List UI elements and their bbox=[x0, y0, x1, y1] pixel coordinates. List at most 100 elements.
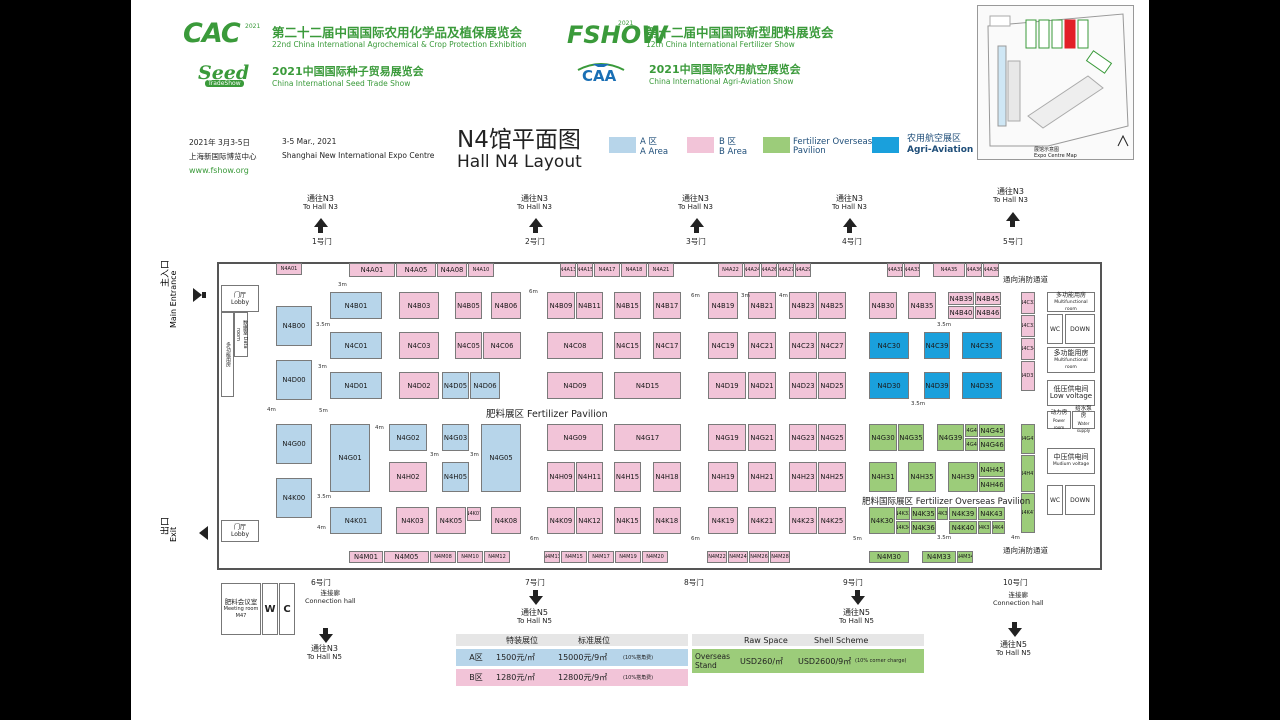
booth-n4a10[interactable]: N4A10 bbox=[468, 263, 494, 277]
booth-n4b09[interactable]: N4B09 bbox=[547, 292, 575, 319]
booth-n4g40[interactable]: N4G40 bbox=[965, 438, 978, 451]
booth-n4a21[interactable]: N4A21 bbox=[648, 263, 674, 277]
booth-n4a29[interactable]: N4A29 bbox=[795, 263, 811, 277]
booth-n4c17[interactable]: N4C17 bbox=[653, 332, 681, 359]
booth-n4g45[interactable]: N4G45 bbox=[979, 424, 1005, 437]
booth-n4m20[interactable]: N4M20 bbox=[642, 551, 668, 563]
booth-n4g21[interactable]: N4G21 bbox=[748, 424, 776, 451]
booth-n4d25[interactable]: N4D25 bbox=[818, 372, 846, 399]
booth-n4a26[interactable]: N4A26 bbox=[761, 263, 777, 277]
booth-n4b17[interactable]: N4B17 bbox=[653, 292, 681, 319]
booth-n4c35[interactable]: N4C35 bbox=[962, 332, 1002, 359]
booth-n4h35[interactable]: N4H35 bbox=[908, 462, 936, 492]
booth-n4k03[interactable]: N4K03 bbox=[396, 507, 429, 534]
booth-n4m12[interactable]: N4M12 bbox=[484, 551, 510, 563]
booth-n4h02[interactable]: N4H02 bbox=[389, 462, 427, 492]
booth-n4a17[interactable]: N4A17 bbox=[594, 263, 620, 277]
booth-n4a36[interactable]: N4A36 bbox=[966, 263, 982, 277]
booth-n4g25[interactable]: N4G25 bbox=[818, 424, 846, 451]
booth-n4c23[interactable]: N4C23 bbox=[789, 332, 817, 359]
booth-n4b39[interactable]: N4B39 bbox=[948, 292, 974, 305]
booth-n4m24[interactable]: N4M24 bbox=[728, 551, 748, 563]
booth-n4m01[interactable]: N4M01 bbox=[349, 551, 383, 563]
booth-n4k36[interactable]: N4K36 bbox=[911, 521, 936, 534]
booth-n4k18[interactable]: N4K18 bbox=[653, 507, 681, 534]
booth-n4g46[interactable]: N4G46 bbox=[979, 438, 1005, 451]
booth-n4k46[interactable]: N4K46 bbox=[992, 521, 1005, 534]
booth-n4h15[interactable]: N4H15 bbox=[614, 462, 641, 492]
booth-n4h19[interactable]: N4H19 bbox=[708, 462, 738, 492]
booth-n4k07[interactable]: N4K07 bbox=[467, 507, 481, 521]
booth-n4g00[interactable]: N4G00 bbox=[276, 424, 312, 464]
booth-n4k05[interactable]: N4K05 bbox=[436, 507, 466, 534]
booth-n4k34[interactable]: N4K34 bbox=[896, 521, 910, 534]
booth-n4h45[interactable]: N4H45 bbox=[979, 462, 1005, 477]
booth-n4m10[interactable]: N4M10 bbox=[457, 551, 483, 563]
booth-n4k47[interactable]: N4K47 bbox=[1021, 493, 1035, 533]
booth-n4g01[interactable]: N4G01 bbox=[330, 424, 370, 492]
booth-n4a22[interactable]: N4A22 bbox=[718, 263, 743, 277]
booth-n4c01[interactable]: N4C01 bbox=[330, 332, 382, 359]
booth-n4g39[interactable]: N4G39 bbox=[937, 424, 964, 451]
booth-n4h18[interactable]: N4H18 bbox=[653, 462, 681, 492]
booth-n4b46[interactable]: N4B46 bbox=[975, 306, 1001, 319]
booth-n4d09[interactable]: N4D09 bbox=[547, 372, 603, 399]
booth-n4a33[interactable]: N4A33 bbox=[904, 263, 920, 277]
booth-n4b30[interactable]: N4B30 bbox=[869, 292, 897, 319]
booth-n4b25[interactable]: N4B25 bbox=[818, 292, 846, 319]
booth-n4a24[interactable]: N4A24 bbox=[744, 263, 760, 277]
booth-n4m15[interactable]: N4M15 bbox=[561, 551, 587, 563]
booth-n4b19[interactable]: N4B19 bbox=[708, 292, 738, 319]
booth-n4k12[interactable]: N4K12 bbox=[576, 507, 603, 534]
booth-n4k21[interactable]: N4K21 bbox=[748, 507, 776, 534]
booth-n4g19[interactable]: N4G19 bbox=[708, 424, 746, 451]
booth-n4h31[interactable]: N4H31 bbox=[869, 462, 897, 492]
booth-n4m05[interactable]: N4M05 bbox=[384, 551, 429, 563]
booth-n4d15[interactable]: N4D15 bbox=[614, 372, 681, 399]
booth-n4d06[interactable]: N4D06 bbox=[470, 372, 500, 399]
booth-n4m34[interactable]: N4M34 bbox=[957, 551, 973, 563]
booth-n4c32[interactable]: N4C32 bbox=[1021, 292, 1035, 314]
booth-n4g23[interactable]: N4G23 bbox=[789, 424, 817, 451]
booth-n4g05[interactable]: N4G05 bbox=[481, 424, 521, 492]
booth-n4d23[interactable]: N4D23 bbox=[789, 372, 817, 399]
booth-n4k30[interactable]: N4K30 bbox=[869, 507, 895, 534]
booth-n4d01[interactable]: N4D01 bbox=[330, 372, 382, 399]
booth-n4a01[interactable]: N4A01 bbox=[349, 263, 395, 277]
booth-n4d39[interactable]: N4D39 bbox=[924, 372, 950, 399]
booth-n4m30[interactable]: N4M30 bbox=[869, 551, 909, 563]
booth-n4k25[interactable]: N4K25 bbox=[818, 507, 846, 534]
booth-n4k33[interactable]: N4K33 bbox=[896, 507, 910, 520]
booth-n4b06[interactable]: N4B06 bbox=[491, 292, 521, 319]
booth-n4b21[interactable]: N4B21 bbox=[748, 292, 776, 319]
booth-n4c05[interactable]: N4C05 bbox=[455, 332, 482, 359]
booth-n4c34[interactable]: N4C34 bbox=[1021, 338, 1035, 360]
booth-n4b03[interactable]: N4B03 bbox=[399, 292, 439, 319]
booth-n4a38[interactable]: N4A38 bbox=[983, 263, 999, 277]
booth-n4m26[interactable]: N4M26 bbox=[749, 551, 769, 563]
booth-n4a13[interactable]: N4A13 bbox=[560, 263, 576, 277]
booth-n4b15[interactable]: N4B15 bbox=[614, 292, 641, 319]
booth-n4a08[interactable]: N4A08 bbox=[437, 263, 467, 277]
booth-n4c21[interactable]: N4C21 bbox=[748, 332, 776, 359]
booth-n4a35[interactable]: N4A35 bbox=[933, 263, 965, 277]
booth-n4g30[interactable]: N4G30 bbox=[869, 424, 897, 451]
booth-n4c15[interactable]: N4C15 bbox=[614, 332, 641, 359]
booth-n4h21[interactable]: N4H21 bbox=[748, 462, 776, 492]
booth-n4k19[interactable]: N4K19 bbox=[708, 507, 738, 534]
booth-n4m28[interactable]: N4M28 bbox=[770, 551, 790, 563]
booth-top-service[interactable]: N4A01 bbox=[276, 263, 302, 275]
booth-n4k09[interactable]: N4K09 bbox=[547, 507, 575, 534]
booth-n4h25[interactable]: N4H25 bbox=[818, 462, 846, 492]
booth-n4c33[interactable]: N4C33 bbox=[1021, 315, 1035, 337]
booth-n4k43[interactable]: N4K43 bbox=[978, 507, 1005, 520]
booth-n4b23[interactable]: N4B23 bbox=[789, 292, 817, 319]
booth-n4d35[interactable]: N4D35 bbox=[962, 372, 1002, 399]
booth-n4k23[interactable]: N4K23 bbox=[789, 507, 817, 534]
booth-n4c39[interactable]: N4C39 bbox=[924, 332, 950, 359]
booth-n4h39[interactable]: N4H39 bbox=[948, 462, 978, 492]
booth-n4h47[interactable]: N4H47 bbox=[1021, 455, 1035, 492]
booth-n4a27[interactable]: N4A27 bbox=[778, 263, 794, 277]
booth-n4h23[interactable]: N4H23 bbox=[789, 462, 817, 492]
booth-n4d00[interactable]: N4D00 bbox=[276, 360, 312, 400]
